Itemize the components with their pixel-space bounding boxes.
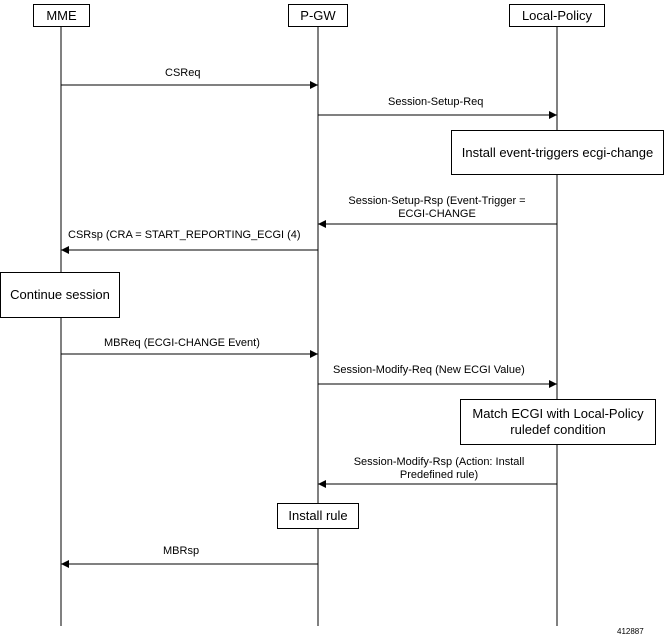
- actor-mme: MME: [33, 4, 90, 27]
- csreq-label: CSReq: [165, 67, 201, 79]
- actor-pgw: P-GW: [288, 4, 348, 27]
- install-triggers-box: Install event-triggers ecgi-change: [451, 130, 664, 175]
- csrsp-label: CSRsp (CRA = START_REPORTING_ECGI (4): [68, 229, 301, 241]
- actor-local-policy: Local-Policy: [509, 4, 605, 27]
- session-setup-rsp-label: Session-Setup-Rsp (Event-Trigger = ECGI-…: [332, 195, 542, 221]
- session-modify-rsp-line-2: Predefined rule): [399, 469, 479, 481]
- continue-session-box: Continue session: [0, 272, 120, 318]
- session-modify-rsp-label: Session-Modify-Rsp (Action: Install Pred…: [334, 456, 544, 482]
- figure-id: 412887: [617, 627, 644, 636]
- mbreq-label: MBReq (ECGI-CHANGE Event): [104, 337, 260, 349]
- match-ecgi-line-1: Match ECGI with Local-Policy: [472, 406, 644, 421]
- session-setup-rsp-line-2: ECGI-CHANGE: [398, 208, 476, 220]
- match-ecgi-line-2: ruledef condition: [510, 422, 606, 437]
- session-modify-req-label: Session-Modify-Req (New ECGI Value): [333, 364, 525, 376]
- match-ecgi-box: Match ECGI with Local-Policy ruledef con…: [460, 399, 656, 445]
- mbrsp-label: MBRsp: [163, 545, 200, 557]
- session-modify-rsp-line-1: Session-Modify-Rsp (Action: Install: [353, 456, 525, 468]
- session-setup-rsp-line-1: Session-Setup-Rsp (Event-Trigger =: [348, 195, 526, 207]
- install-rule-box: Install rule: [277, 503, 359, 529]
- session-setup-req-label: Session-Setup-Req: [388, 96, 484, 108]
